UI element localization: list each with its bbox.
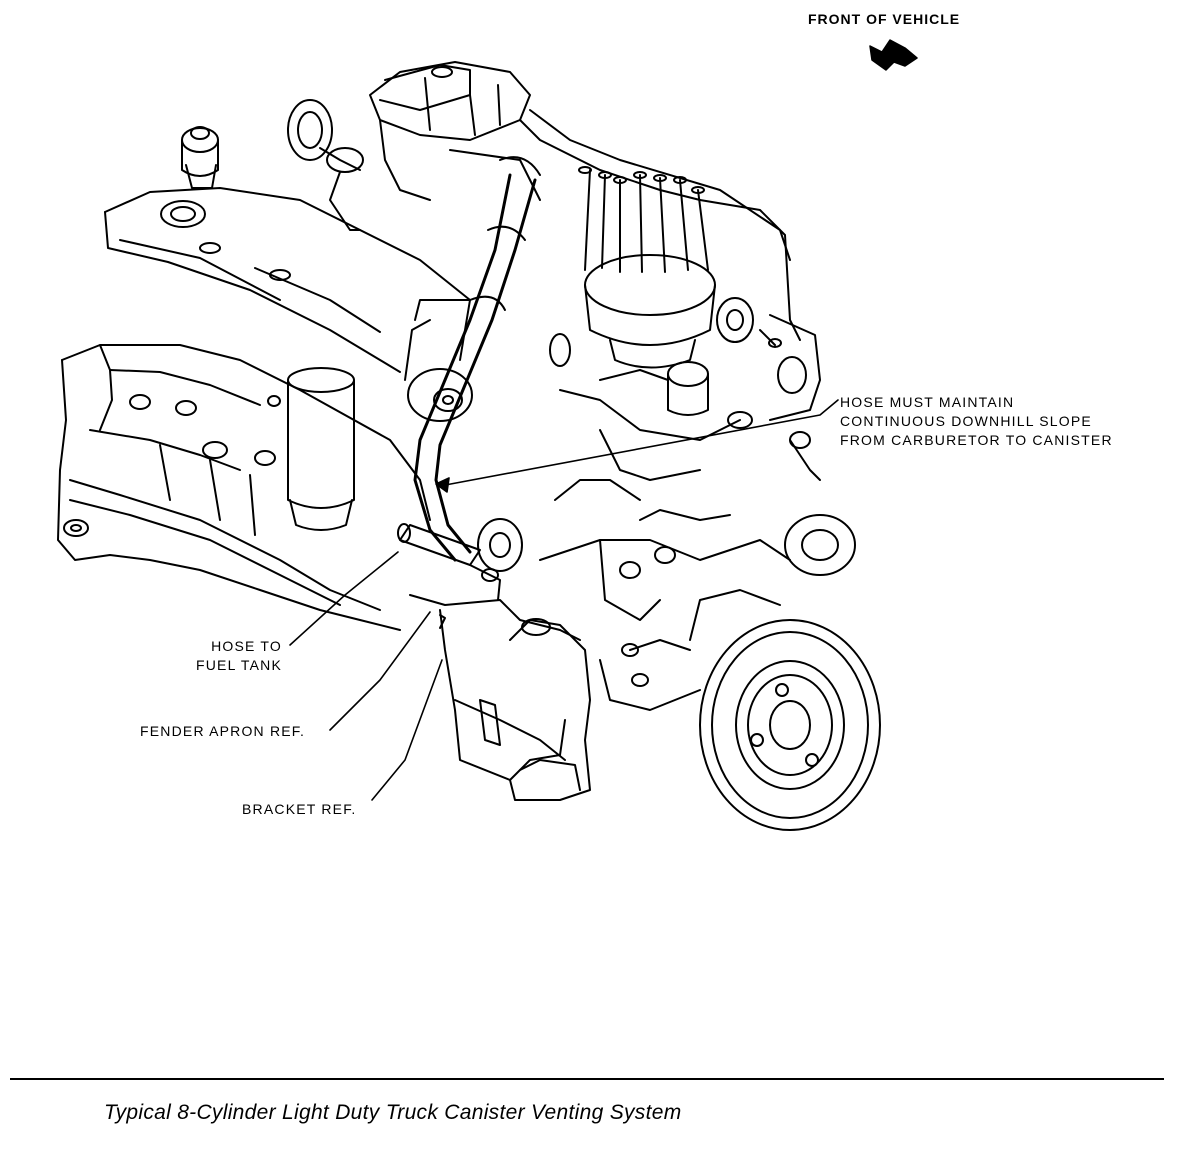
hose-slope-line-2: CONTINUOUS DOWNHILL SLOPE (840, 413, 1092, 429)
hose-to-fuel-tank-label: HOSE TO FUEL TANK (182, 637, 282, 675)
carburetor (369, 61, 791, 261)
hose-slope-line-3: FROM CARBURETOR TO CANISTER (840, 432, 1113, 448)
water-pump (477, 479, 791, 621)
crankshaft-pulley (599, 589, 881, 831)
alternator-pulley (784, 514, 856, 576)
bracket-ref-label: BRACKET REF. (242, 801, 357, 817)
water-outlet (549, 333, 821, 481)
left-cylinder-bank (104, 187, 471, 373)
hose-to-fuel-tank-line-2: FUEL TANK (195, 657, 282, 673)
canister-vent-hose (404, 156, 541, 562)
hose-slope-line-1: HOSE MUST MAINTAIN (840, 394, 1015, 410)
canister-bracket (509, 618, 591, 801)
leader-lines (289, 399, 839, 801)
fuel-tank-hose (397, 523, 501, 601)
fender-apron-ref-label: FENDER APRON REF. (140, 723, 306, 739)
left-valve-cover (57, 344, 431, 631)
hose-slope-note: HOSE MUST MAINTAIN CONTINUOUS DOWNHILL S… (840, 393, 1113, 450)
oil-filler-tube (287, 367, 355, 531)
caption-divider (10, 1078, 1164, 1080)
distributor (578, 166, 716, 369)
right-cylinder-bank (699, 199, 821, 421)
rear-vacuum-components (181, 99, 364, 231)
front-of-vehicle-label: FRONT OF VEHICLE (808, 11, 961, 27)
hose-to-fuel-tank-line-1: HOSE TO (211, 638, 282, 654)
figure-caption: Typical 8-Cylinder Light Duty Truck Cani… (104, 1101, 682, 1124)
front-arrow-icon (869, 39, 918, 71)
fender-apron (409, 594, 581, 781)
